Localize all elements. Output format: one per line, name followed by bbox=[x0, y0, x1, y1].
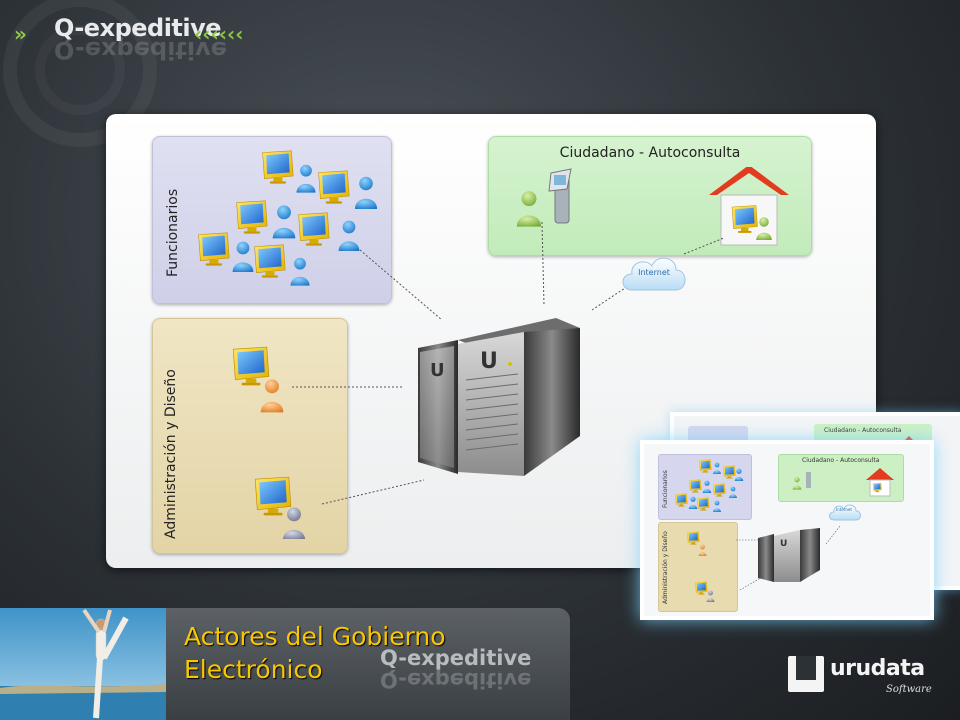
brand-name: urudata bbox=[830, 656, 925, 681]
group-administracion: Administración y Diseño bbox=[152, 318, 348, 554]
group-ciudadano-label: Ciudadano - Autoconsulta bbox=[559, 145, 741, 161]
ciudadano-icons bbox=[516, 167, 789, 246]
thumbnail-cloud-icon bbox=[829, 504, 861, 521]
cloud-icon bbox=[622, 257, 686, 291]
footer-watermark: Q-expeditive bbox=[380, 646, 532, 670]
thumbnail-back-ciudadano-label: Ciudadano - Autoconsulta bbox=[824, 427, 902, 434]
slide-title-line2: Electrónico bbox=[184, 655, 323, 684]
thumbnail-slide-front: Funcionarios Administración y Diseño Ciu… bbox=[640, 440, 934, 620]
brand-sub: Software bbox=[886, 684, 932, 695]
decorative-rings bbox=[3, 0, 157, 147]
internet-label: Internet bbox=[638, 268, 670, 277]
group-funcionarios: Funcionarios bbox=[152, 136, 392, 304]
chevron-right-icon: » bbox=[14, 22, 27, 46]
thumbnail-connection-lines bbox=[736, 525, 841, 591]
athlete-photo bbox=[0, 608, 166, 720]
thumbnail-ciudadano-label: Ciudadano - Autoconsulta bbox=[802, 457, 880, 464]
server-icon: U U bbox=[418, 318, 580, 476]
svg-text:U: U bbox=[430, 360, 445, 381]
chevrons-left-icon: ‹‹‹‹‹‹ bbox=[194, 22, 244, 46]
athlete-image bbox=[0, 608, 166, 720]
thumbnail-ciudadano-icons bbox=[792, 468, 894, 497]
urudata-logo-icon bbox=[788, 656, 824, 692]
svg-text:U: U bbox=[480, 349, 498, 374]
footer-bar: Actores del Gobierno Electrónico Q-exped… bbox=[0, 608, 570, 720]
header-logo: » Q-expeditive Q-expeditive ‹‹‹‹‹‹ bbox=[14, 14, 314, 64]
footer-watermark-reflection: Q-expeditive bbox=[380, 668, 532, 692]
internet-cloud: Internet bbox=[618, 246, 690, 298]
kiosk-icon bbox=[548, 168, 572, 224]
thumbnail-internet-label: Internet bbox=[836, 507, 852, 512]
slide-title: Actores del Gobierno Electrónico bbox=[184, 620, 446, 686]
house-icon bbox=[709, 167, 789, 246]
header-logo-text: Q-expeditive bbox=[54, 14, 222, 42]
svg-text:U: U bbox=[780, 539, 787, 549]
group-ciudadano: Ciudadano - Autoconsulta bbox=[488, 136, 812, 256]
thumbnail-server-icon: U bbox=[758, 528, 820, 582]
connection-lines bbox=[292, 221, 725, 505]
slide-title-line1: Actores del Gobierno bbox=[184, 622, 446, 651]
urudata-logo: urudata Software bbox=[786, 654, 936, 700]
